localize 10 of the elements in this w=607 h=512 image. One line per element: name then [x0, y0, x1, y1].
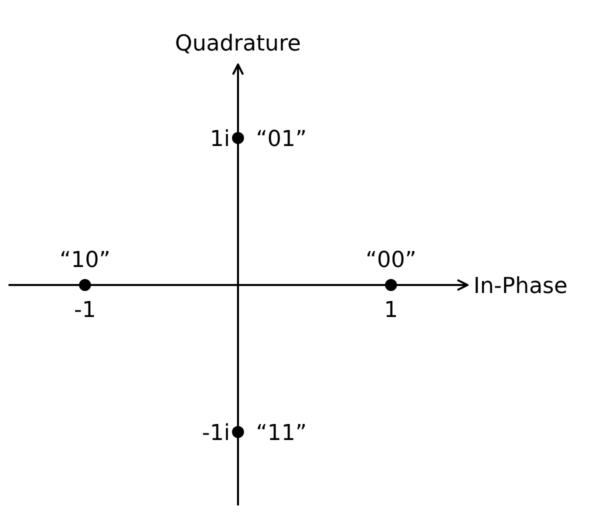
tick-label: -1 [74, 298, 96, 323]
axis-title: In-Phase [474, 274, 568, 299]
point-label: “11” [256, 421, 307, 446]
point-label: “01” [256, 127, 307, 152]
axis-title: Quadrature [175, 32, 301, 56]
point-label: “10” [60, 248, 110, 273]
tick-label: 1 [384, 298, 398, 323]
tick-label: -1i [202, 421, 230, 446]
point-label: “00” [366, 248, 416, 273]
tick-label: 1i [210, 127, 230, 152]
